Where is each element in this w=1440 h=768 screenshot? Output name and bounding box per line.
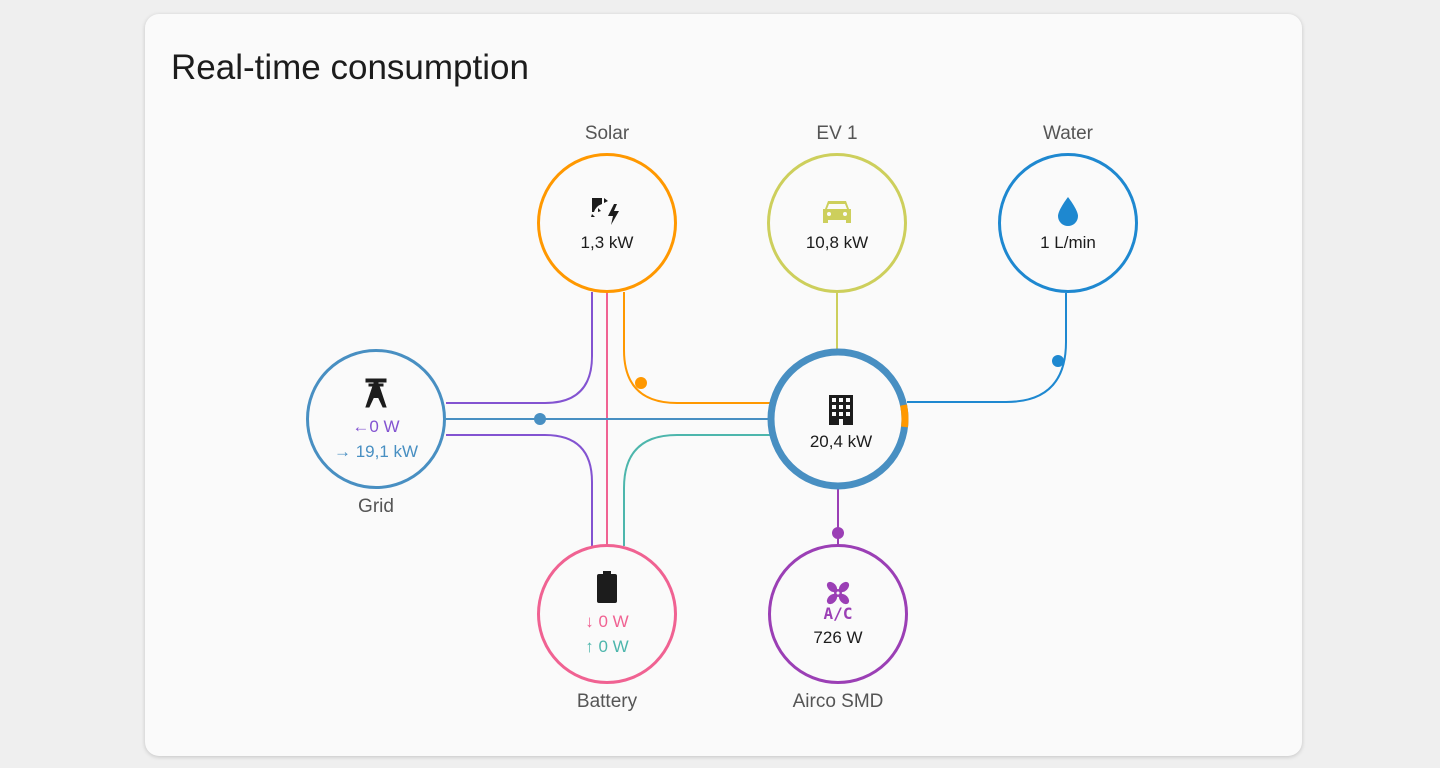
battery-out: ↑ 0 W [585,637,629,656]
home-ring-solar-segment [767,348,909,490]
arrow-down-icon: ↓ [585,612,594,631]
home-value: 20,4 kW [809,432,873,451]
grid-export: ←0 W [352,417,400,436]
battery-icon [596,569,618,605]
solar-node[interactable]: 1,3 kW [537,153,677,293]
grid-import: → 19,1 kW [333,442,419,461]
flow-solar-home [623,292,770,404]
flow-water-home [907,293,1067,403]
ev-value: 10,8 kW [805,233,869,252]
flow-dot-airco [832,527,844,539]
battery-label: Battery [576,691,638,712]
battery-in: ↓ 0 W [585,612,629,631]
airco-label: Airco SMD [792,691,884,712]
car-icon [821,193,853,229]
arrow-right-icon: → [333,442,351,461]
ev-label: EV 1 [816,123,858,144]
solar-label: Solar [584,123,630,144]
water-value: 1 L/min [1040,233,1096,252]
airco-node[interactable]: A/C 726 W [768,544,908,684]
airco-value: 726 W [813,628,863,647]
transmission-tower-icon [363,374,389,410]
grid-node[interactable]: ←0 W → 19,1 kW [306,349,446,489]
home-node[interactable]: 20,4 kW [771,352,911,492]
water-drop-icon [1057,193,1079,229]
fan-ac-icon: A/C [824,580,852,624]
flow-dot-water [1052,355,1064,367]
water-node[interactable]: 1 L/min [998,153,1138,293]
battery-node[interactable]: ↓ 0 W ↑ 0 W [537,544,677,684]
building-icon [828,392,854,428]
solar-value: 1,3 kW [580,233,634,252]
card-title: Real-time consumption [171,48,529,87]
solar-power-icon [590,193,624,229]
flow-battery-home [623,434,770,546]
ev-node[interactable]: 10,8 kW [767,153,907,293]
arrow-left-icon: ← [352,417,370,436]
water-label: Water [1043,123,1093,144]
grid-label: Grid [358,496,394,517]
flow-dot-solar [635,377,647,389]
flow-grid-battery [446,434,593,546]
flow-grid-solar [446,292,593,404]
flow-dot-grid [534,413,546,425]
arrow-up-icon: ↑ [585,637,594,656]
